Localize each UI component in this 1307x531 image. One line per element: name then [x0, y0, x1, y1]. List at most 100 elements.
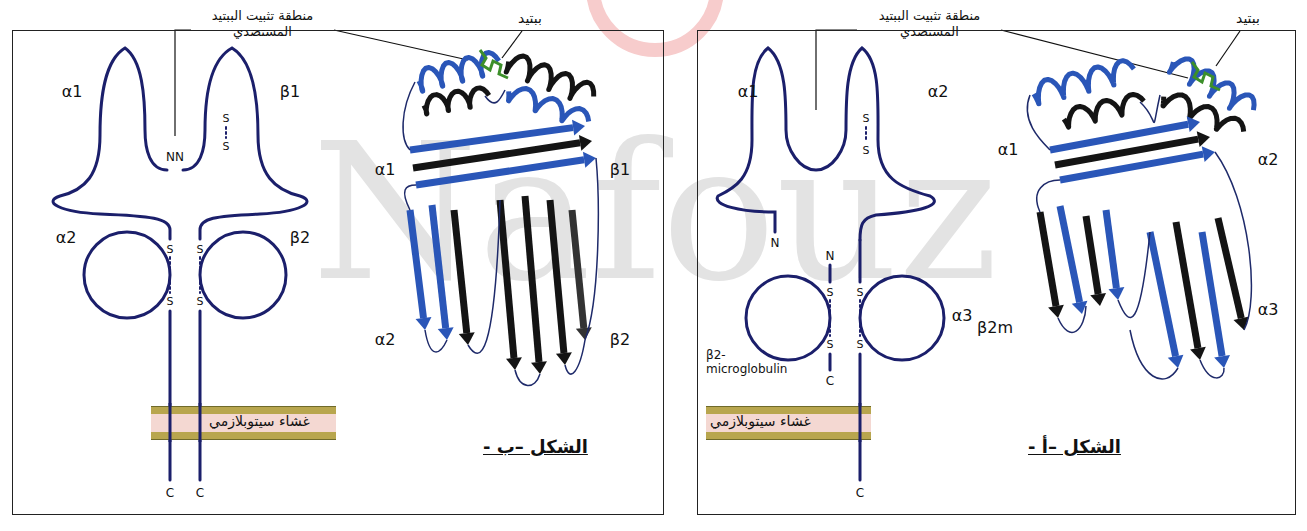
chain-segment [170, 403, 860, 442]
part-label: S [223, 140, 230, 153]
loop [1058, 306, 1086, 332]
loop [405, 185, 416, 210]
strand-head [1202, 146, 1215, 162]
beta-strand [1150, 232, 1176, 356]
beta-strand [410, 210, 424, 318]
helix [1169, 59, 1254, 110]
part-label: α2 [375, 330, 396, 349]
loop [468, 200, 500, 353]
strand-head [438, 327, 454, 340]
strand-head [459, 332, 475, 345]
callout-label: منطقة تثبيت الببتيد المستضدي [862, 8, 997, 39]
part-label: S [827, 286, 834, 299]
part-label: β2 [610, 330, 630, 349]
leader-lines [175, 30, 1240, 136]
part-label: α1 [62, 82, 83, 101]
part-label: S [827, 338, 834, 351]
loop [585, 158, 598, 340]
strand-head [556, 352, 572, 365]
beta-strand [572, 210, 584, 328]
loop [1027, 95, 1050, 150]
beta-strand [1106, 210, 1116, 288]
loop [485, 90, 505, 103]
membrane-label: غشاء سيتوبلازمي [710, 413, 811, 430]
beta-strand [550, 200, 564, 353]
part-label: β1 [610, 160, 630, 179]
part-label: S [863, 144, 870, 157]
part-label: S [857, 338, 864, 351]
beta-strand [500, 200, 514, 358]
beta-strand [1086, 216, 1098, 294]
helix [424, 88, 489, 114]
helix [1064, 95, 1144, 128]
strand-head [531, 361, 547, 374]
part-label: S [857, 286, 864, 299]
cell-membrane: غشاء سيتوبلازمي [706, 406, 871, 440]
logo-ring [593, 0, 717, 50]
strand-head [1090, 293, 1106, 306]
beta-strand [1202, 232, 1222, 356]
strand-head [572, 120, 585, 136]
beta-strand [1176, 222, 1198, 348]
cell-membrane: غشاء سيتوبلازمي [151, 406, 336, 440]
beta-strand [1218, 218, 1241, 318]
part-label: C [166, 486, 174, 500]
part-label: β2m [977, 318, 1013, 337]
helix [509, 89, 589, 122]
loop [425, 330, 447, 352]
strand-head [1190, 347, 1206, 360]
part-label: C [856, 486, 864, 500]
part-label: α2 [56, 228, 77, 247]
strand-head [579, 135, 592, 151]
part-label: S [167, 243, 174, 256]
loop [1200, 360, 1224, 378]
peptide [480, 50, 1220, 90]
loop [1118, 232, 1150, 318]
part-label: α3 [952, 306, 973, 325]
figure-panel: الشكل –ب - غشاء سيتوبلازمي [12, 30, 664, 515]
figure-caption: الشكل –أ - [1028, 436, 1121, 458]
beta-strand [416, 160, 584, 185]
beta-strand [1060, 206, 1080, 302]
beta-strand [525, 196, 539, 362]
part-label: β2 [290, 228, 310, 247]
beta-strand [1040, 212, 1056, 306]
part-label: α1 [738, 82, 759, 101]
loop [1037, 180, 1060, 212]
strand-head [1214, 355, 1230, 368]
part-label: α3 [1258, 300, 1279, 319]
part-label: C [196, 486, 204, 500]
strand-head [1048, 305, 1064, 318]
figure-caption: الشكل –ب - [483, 436, 588, 458]
part-label: β2- microglobulin [706, 348, 806, 377]
part-label: S [863, 112, 870, 125]
beta-strand [454, 210, 467, 333]
part-label: α2 [928, 82, 949, 101]
loop [403, 82, 415, 150]
membrane-label: غشاء سيتوبلازمي [209, 413, 310, 430]
strand-head [576, 327, 592, 340]
beta-strand [432, 205, 446, 328]
callout-label: ببتيد [1236, 10, 1260, 27]
strand-head [583, 152, 596, 168]
part-label: C [826, 374, 834, 388]
loop [1130, 330, 1178, 379]
helix [1034, 61, 1134, 104]
figure-panel: الشكل –أ - غشاء سيتوبلازمي [697, 30, 1296, 515]
strand-head [1187, 116, 1200, 132]
beta-strand [1060, 154, 1203, 180]
loop [565, 340, 585, 374]
part-label: α1 [375, 160, 396, 179]
callout-label: ببتيد [518, 10, 542, 27]
strand-head [416, 317, 432, 330]
part-label: NN [166, 150, 184, 164]
part-label: N [771, 236, 780, 250]
part-label: β1 [280, 82, 300, 101]
strand-head [1168, 355, 1184, 368]
part-label: N [826, 249, 835, 263]
strand-head [1108, 287, 1124, 300]
part-label: α1 [998, 140, 1019, 159]
strand-head [1197, 131, 1210, 147]
part-label: S [167, 295, 174, 308]
part-label: S [197, 295, 204, 308]
